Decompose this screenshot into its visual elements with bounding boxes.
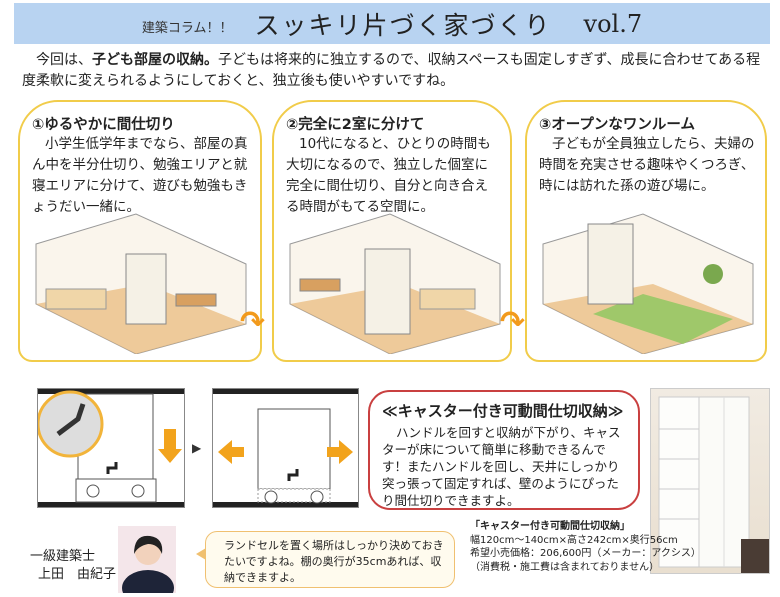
product-photo	[650, 388, 770, 574]
panel-body: 小学生低学年までなら、部屋の真ん中を半分仕切り、勉強エリアと就寝エリアに分けて、…	[32, 136, 248, 215]
handle-diagram	[36, 389, 184, 507]
author-info: 一級建築士 上田 由紀子	[30, 548, 116, 584]
feature-body: ハンドルを回すと収納が下がり、キャスターが床について簡単に移動できるんです！また…	[382, 425, 621, 508]
author-avatar	[118, 526, 176, 597]
intro-bold: 子ども部屋の収納。	[92, 52, 218, 68]
author-name: 上田 由紀子	[38, 567, 117, 582]
header-title: スッキリ片づく家づくり	[254, 10, 552, 40]
next-arrow-icon: ▶	[192, 441, 202, 455]
page-header: 建築コラム！！ スッキリ片づく家づくり vol.7	[14, 3, 770, 44]
panel-heading: ②完全に2室に分けて	[286, 117, 425, 133]
intro-rest: 子どもは将来的に独立するので、収納スペースも固定しすぎず、成長に合わせてある程度…	[22, 52, 761, 89]
moving-diagram	[213, 389, 358, 507]
spec-note: （消費税・施工費は含まれておりません）	[470, 561, 660, 573]
panel-heading: ③オープンなワンルーム	[539, 117, 695, 133]
spec-title: 「キャスター付き可動間仕切収納」	[470, 521, 630, 532]
storage-unit-image	[658, 396, 769, 573]
intro-lead: 今回は、	[36, 52, 92, 68]
room-illustration	[542, 213, 754, 354]
panel-open-room: ③オープンなワンルーム 子どもが全員独立したら、夫婦の時間を充実させる趣味やくつ…	[525, 100, 767, 362]
curved-arrow-icon: ↷	[240, 305, 266, 340]
panel-two-rooms: ②完全に2室に分けて 10代になると、ひとりの時間も大切になるので、独立した個室…	[272, 100, 512, 362]
feature-heading: ≪キャスター付き可動間仕切収納≫	[382, 402, 624, 420]
caster-diagram-moving	[212, 388, 359, 508]
author-role: 一級建築士	[30, 549, 96, 564]
spec-size: 幅120cm～140cm×高さ242cm×奥行56cm	[470, 534, 678, 546]
panel-heading: ①ゆるやかに間仕切り	[32, 117, 175, 133]
curved-arrow-icon: ↷	[500, 305, 526, 340]
author-comment: ランドセルを置く場所はしっかり決めておきたいですよね。棚の奥行が35cmあれば、…	[224, 539, 444, 584]
caster-diagram-lowering	[36, 388, 185, 508]
header-subtitle: 建築コラム！！	[141, 21, 233, 36]
product-spec: 「キャスター付き可動間仕切収納」 幅120cm～140cm×高さ242cm×奥行…	[470, 520, 701, 574]
spec-price: 希望小売価格：206,600円（メーカー：アクシス）	[470, 548, 701, 559]
avatar-image	[122, 535, 174, 597]
header-volume: vol.7	[583, 9, 643, 38]
bubble-tail	[196, 548, 206, 560]
panel-body: 10代になると、ひとりの時間も大切になるので、独立した個室に完全に間仕切り、自分…	[286, 136, 491, 215]
room-illustration	[35, 213, 247, 354]
panel-body: 子どもが全員独立したら、夫婦の時間を充実させる趣味やくつろぎ、時には訪れた孫の遊…	[539, 136, 755, 194]
feature-box: ≪キャスター付き可動間仕切収納≫ ハンドルを回すと収納が下がり、キャスターが床に…	[368, 390, 640, 510]
room-illustration	[289, 213, 501, 354]
panel-loose-partition: ①ゆるやかに間仕切り 小学生低学年までなら、部屋の真ん中を半分仕切り、勉強エリア…	[18, 100, 262, 362]
intro-text: 今回は、子ども部屋の収納。子どもは将来的に独立するので、収納スペースも固定しすぎ…	[22, 50, 772, 92]
author-comment-bubble: ランドセルを置く場所はしっかり決めておきたいですよね。棚の奥行が35cmあれば、…	[205, 531, 455, 588]
